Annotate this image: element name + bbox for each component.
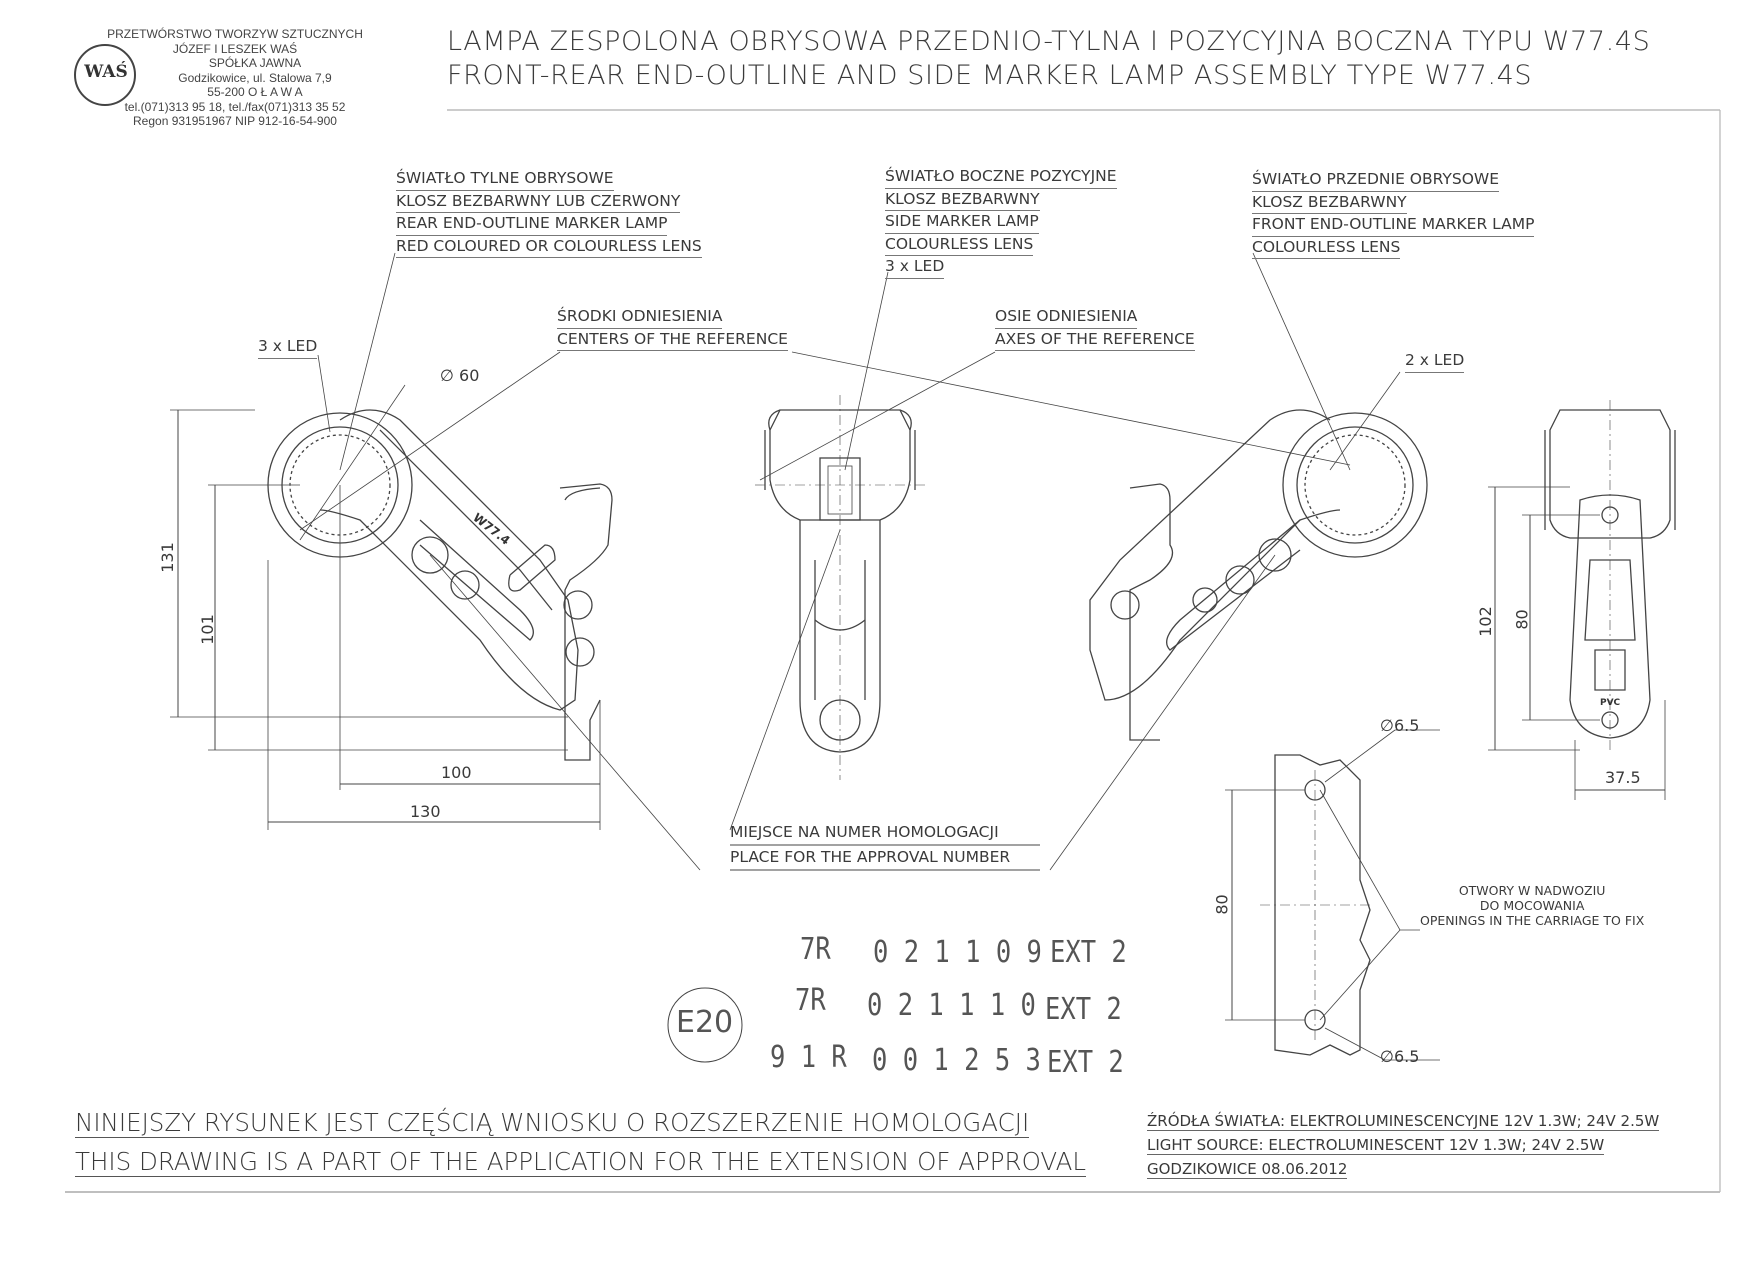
rear-lamp-line: ŚWIATŁO TYLNE OBRYSOWE — [396, 168, 614, 191]
approval-ext: EXT 2 — [1050, 935, 1127, 970]
approval-place-line: MIEJSCE NA NUMER HOMOLOGACJI — [730, 823, 999, 841]
company-logo: WAŚ — [84, 62, 128, 82]
openings-line: DO MOCOWANIA — [1479, 898, 1585, 913]
front-lamp-line: KLOSZ BEZBARWNY — [1252, 192, 1407, 214]
led2-text: 2 x LED — [1405, 350, 1465, 373]
pvc-mark: PVC — [1600, 698, 1621, 708]
dimension-80-holes: 80 — [1212, 894, 1232, 915]
openings-line: OTWORY W NADWOZIU — [1458, 883, 1606, 898]
approval-num: 0 2 1 1 0 9 — [873, 935, 1042, 970]
front-lamp-label: ŚWIATŁO PRZEDNIE OBRYSOWE KLOSZ BEZBARWN… — [1252, 169, 1535, 259]
dimension-101: 101 — [197, 614, 217, 645]
dimension-hole-top: ∅6.5 — [1380, 716, 1420, 735]
dimension-131: 131 — [157, 542, 177, 573]
axes-reference-label: OSIE ODNIESIENIA AXES OF THE REFERENCE — [995, 306, 1195, 351]
footer-source-en: LIGHT SOURCE: ELECTROLUMINESCENT 12V 1.3… — [1147, 1136, 1605, 1155]
left-lamp-view — [170, 252, 701, 871]
front-lamp-line: FRONT END-OUTLINE MARKER LAMP — [1252, 214, 1535, 237]
dimension-130: 130 — [410, 802, 441, 821]
side-lamp-line: ŚWIATŁO BOCZNE POZYCYJNE — [885, 166, 1117, 189]
approval-place-line: PLACE FOR THE APPROVAL NUMBER — [730, 847, 1011, 866]
dimension-80-side: 80 — [1512, 609, 1532, 630]
side-lamp-line: COLOURLESS LENS — [885, 234, 1034, 256]
footer-source-pl: ŹRÓDŁA ŚWIATŁA: ELEKTROLUMINESCENCYJNE 1… — [1147, 1112, 1660, 1131]
right-lamp-view — [1049, 252, 1428, 871]
dimension-100: 100 — [441, 763, 472, 782]
company-line: JÓZEF I LESZEK WAŚ — [172, 41, 298, 56]
footer-source-en-text: LIGHT SOURCE: ELECTROLUMINESCENT 12V 1.3… — [1147, 1136, 1605, 1155]
side-lamp-line: SIDE MARKER LAMP — [885, 211, 1039, 234]
side-lamp-line: KLOSZ BEZBARWNY — [885, 189, 1040, 211]
openings-line: OPENINGS IN THE CARRIAGE TO FIX — [1420, 913, 1645, 928]
e-mark: E20 — [676, 1005, 734, 1040]
company-header: PRZETWÓRSTWO TWORZYW SZTUCZNYCH JÓZEF I … — [75, 27, 395, 129]
axes-reference-line: AXES OF THE REFERENCE — [995, 329, 1195, 351]
footer-note-en-text: THIS DRAWING IS A PART OF THE APPLICATIO… — [75, 1147, 1087, 1177]
company-line: Regon 931951967 NIP 912-16-54-900 — [133, 114, 337, 128]
center-lamp-view — [729, 271, 1351, 831]
led3-label: 3 x LED — [258, 336, 318, 359]
company-line: 55-200 O Ł A W A — [207, 85, 303, 99]
approval-reg: 7R — [800, 932, 831, 967]
dimension-diameter-60: ∅ 60 — [440, 366, 480, 385]
led3-text: 3 x LED — [258, 336, 318, 359]
footer-note-en: THIS DRAWING IS A PART OF THE APPLICATIO… — [75, 1147, 1087, 1177]
approval-reg: 9 1 R — [770, 1040, 847, 1075]
approval-num: 0 2 1 1 1 0 — [867, 988, 1036, 1023]
rear-lamp-line: KLOSZ BEZBARWNY LUB CZERWONY — [396, 191, 681, 213]
approval-place-label: MIEJSCE NA NUMER HOMOLOGACJI PLACE FOR T… — [730, 822, 1010, 868]
title-pl: LAMPA ZESPOLONA OBRYSOWA PRZEDNIO-TYLNA … — [447, 26, 1651, 57]
centers-reference-label: ŚRODKI ODNIESIENIA CENTERS OF THE REFERE… — [557, 306, 788, 351]
far-right-lamp-view — [1488, 400, 1676, 800]
footer-note-pl: NINIEJSZY RYSUNEK JEST CZĘŚCIĄ WNIOSKU O… — [75, 1108, 1030, 1138]
approval-num: 0 0 1 2 5 3 — [872, 1043, 1041, 1078]
rear-lamp-label: ŚWIATŁO TYLNE OBRYSOWE KLOSZ BEZBARWNY L… — [396, 168, 702, 258]
footer-source-pl-text: ŹRÓDŁA ŚWIATŁA: ELEKTROLUMINESCENCYJNE 1… — [1147, 1112, 1660, 1131]
footer-note-pl-text: NINIEJSZY RYSUNEK JEST CZĘŚCIĄ WNIOSKU O… — [75, 1108, 1030, 1138]
company-line: Godzikowice, ul. Stalowa 7,9 — [178, 70, 332, 85]
dimension-hole-bottom: ∅6.5 — [1380, 1047, 1420, 1066]
approval-ext: EXT 2 — [1045, 992, 1122, 1027]
rear-lamp-line: REAR END-OUTLINE MARKER LAMP — [396, 213, 668, 236]
side-lamp-label: ŚWIATŁO BOCZNE POZYCYJNE KLOSZ BEZBARWNY… — [885, 166, 1117, 279]
approval-ext: EXT 2 — [1047, 1045, 1124, 1080]
axes-reference-line: OSIE ODNIESIENIA — [995, 306, 1138, 329]
company-line: PRZETWÓRSTWO TWORZYW SZTUCZNYCH — [107, 27, 363, 41]
dimension-37-5: 37.5 — [1605, 768, 1641, 787]
front-lamp-line: ŚWIATŁO PRZEDNIE OBRYSOWE — [1252, 169, 1500, 192]
company-line: tel.(071)313 95 18, tel./fax(071)313 35 … — [124, 99, 346, 114]
centers-reference-line: ŚRODKI ODNIESIENIA — [557, 306, 723, 329]
rear-lamp-line: RED COLOURED OR COLOURLESS LENS — [396, 236, 702, 258]
title-en: FRONT-REAR END-OUTLINE AND SIDE MARKER L… — [447, 60, 1533, 91]
company-line: SPÓŁKA JAWNA — [208, 56, 302, 70]
dimension-102: 102 — [1475, 606, 1495, 637]
approval-reg: 7R — [795, 983, 826, 1018]
side-lamp-line: 3 x LED — [885, 256, 945, 279]
front-lamp-line: COLOURLESS LENS — [1252, 237, 1401, 259]
openings-label: OTWORY W NADWOZIU DO MOCOWANIA OPENINGS … — [1420, 883, 1644, 928]
led2-label: 2 x LED — [1405, 350, 1465, 373]
footer-place-date: GODZIKOWICE 08.06.2012 — [1147, 1160, 1348, 1179]
mounting-holes-view — [1225, 729, 1440, 1061]
centers-reference-line: CENTERS OF THE REFERENCE — [557, 329, 788, 351]
footer-place-date-text: GODZIKOWICE 08.06.2012 — [1147, 1160, 1348, 1179]
